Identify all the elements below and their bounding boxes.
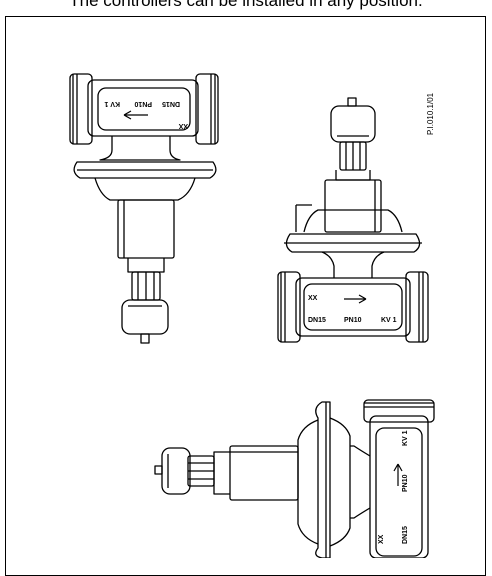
- controller-horizontal: KV 1 PN10 XX DN15: [154, 399, 435, 558]
- valve-3-pn: PN10: [402, 474, 409, 492]
- valve-2-xx: XX: [308, 295, 318, 302]
- valve-1-kv: KV 1: [104, 100, 120, 107]
- caption: The controllers can be installed in any …: [69, 0, 423, 10]
- valve-1-dn: DN15: [162, 100, 180, 107]
- valve-3-dn: DN15: [402, 526, 409, 544]
- controller-upright: XX DN15 PN10 KV 1: [277, 97, 429, 343]
- valve-2-pn: PN10: [344, 317, 362, 324]
- installation-drawing: P.I.010.1/01 DN15 PN: [69, 73, 435, 558]
- valve-2-dn: DN15: [308, 317, 326, 324]
- controller-inverted: DN15 PN10 KV 1 XX: [69, 73, 219, 344]
- valve-3-xx: XX: [378, 534, 385, 544]
- drawing-code: P.I.010.1/01: [426, 92, 435, 135]
- valve-2-kv: KV 1: [381, 317, 397, 324]
- valve-3-kv: KV 1: [402, 430, 409, 446]
- valve-1-pn: PN10: [134, 100, 152, 107]
- valve-1-xx: XX: [178, 122, 188, 129]
